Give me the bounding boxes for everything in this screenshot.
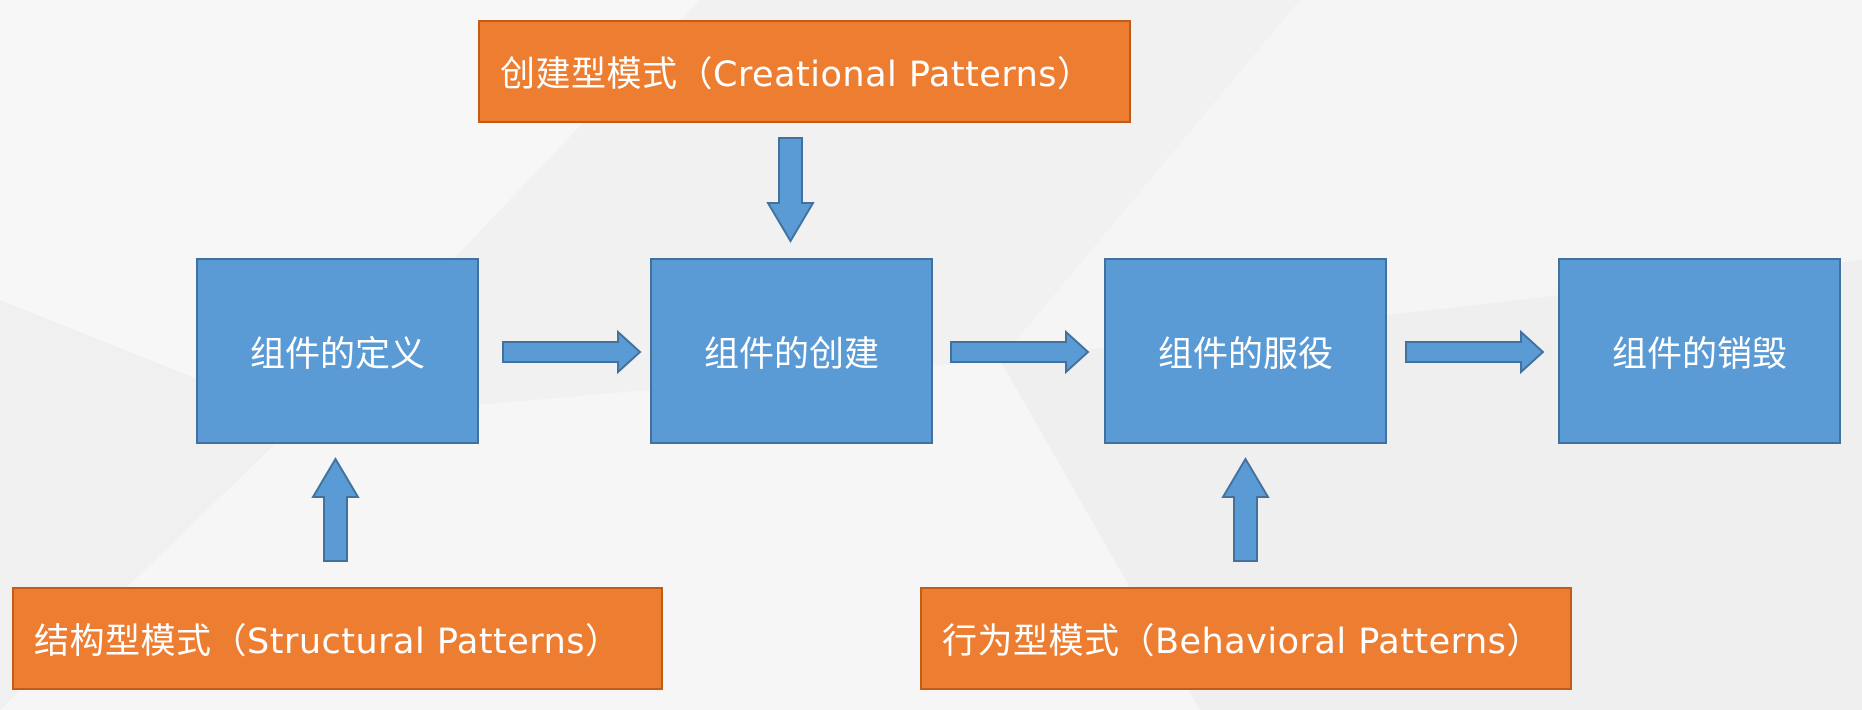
stage-box-definition: 组件的定义: [196, 258, 479, 444]
behavioral-patterns-box: 行为型模式（Behavioral Patterns）: [920, 587, 1572, 690]
arrow-right-creation-to-service: [950, 329, 1090, 375]
structural-patterns-box: 结构型模式（Structural Patterns）: [12, 587, 663, 690]
arrow-up-to-definition: [311, 457, 360, 562]
stage-label-creation: 组件的创建: [703, 334, 879, 375]
arrow-right-service-to-destruction: [1405, 329, 1545, 375]
arrow-up-to-service: [1221, 457, 1270, 562]
creational-patterns-label: 创建型模式（Creational Patterns）: [500, 55, 1093, 95]
stage-box-destruction: 组件的销毁: [1558, 258, 1841, 444]
stage-label-destruction: 组件的销毁: [1611, 334, 1787, 375]
stage-label-definition: 组件的定义: [249, 334, 425, 375]
stage-box-service: 组件的服役: [1104, 258, 1387, 444]
stage-box-creation: 组件的创建: [650, 258, 933, 444]
arrow-right-definition-to-creation: [502, 329, 642, 375]
structural-patterns-label: 结构型模式（Structural Patterns）: [34, 622, 621, 662]
behavioral-patterns-label: 行为型模式（Behavioral Patterns）: [942, 622, 1542, 662]
stage-label-service: 组件的服役: [1157, 334, 1333, 375]
arrow-down-to-creation: [766, 137, 815, 243]
creational-patterns-box: 创建型模式（Creational Patterns）: [478, 20, 1131, 123]
